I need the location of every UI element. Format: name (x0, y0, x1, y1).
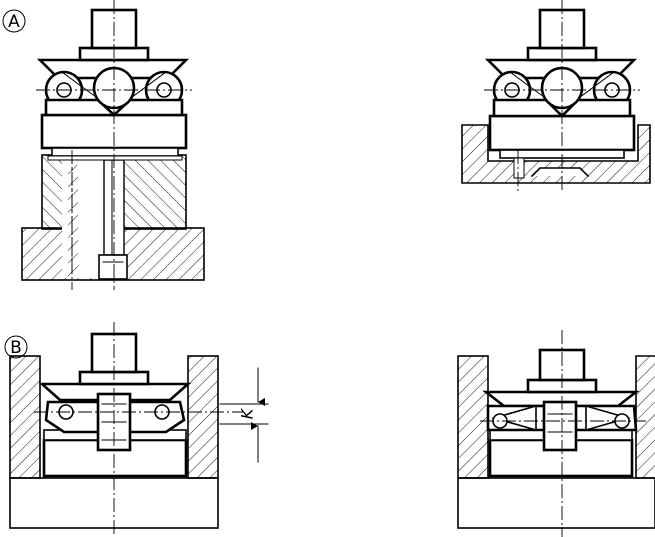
view-label-a: A (8, 12, 20, 32)
bolt-head-a (98, 254, 128, 280)
view-b-assembly (9, 322, 269, 537)
view-label-a-circle (2, 9, 26, 33)
view-a-assembly (21, 0, 205, 290)
view-label-b: B (10, 338, 22, 358)
center-block-b2 (542, 400, 578, 452)
view-a-alternative (461, 0, 651, 192)
view-b-alternative (457, 330, 655, 537)
view-label-b-circle (4, 335, 28, 359)
dimension-label-k: K (238, 407, 257, 419)
